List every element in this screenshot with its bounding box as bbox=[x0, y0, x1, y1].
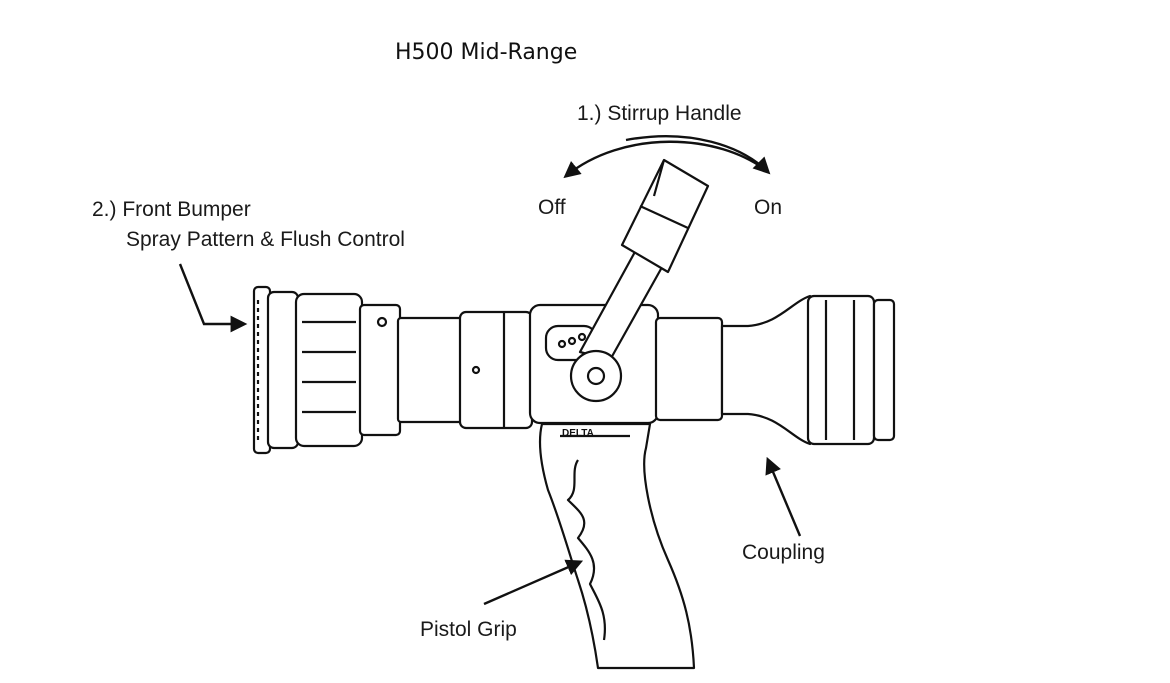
off-direction-arrow bbox=[563, 140, 769, 179]
mid-collar bbox=[458, 310, 534, 430]
coupling-label: Coupling bbox=[742, 541, 825, 564]
brand-mark: DELTA bbox=[562, 428, 594, 439]
front-bumper-arrow bbox=[178, 263, 248, 333]
on-label: On bbox=[754, 196, 783, 219]
pistol-grip-label: Pistol Grip bbox=[420, 618, 517, 641]
on-direction-arrow bbox=[625, 135, 771, 175]
coupling-arrow bbox=[765, 456, 802, 537]
coupling bbox=[654, 294, 896, 446]
pistol-grip bbox=[538, 422, 696, 670]
front-bumper-label: 2.) Front Bumper bbox=[92, 198, 251, 221]
spray-pattern-label: Spray Pattern & Flush Control bbox=[126, 228, 405, 251]
stirrup-handle-label: 1.) Stirrup Handle bbox=[577, 102, 742, 125]
stirrup-handle bbox=[569, 158, 710, 403]
off-label: Off bbox=[538, 196, 566, 219]
pistol-grip-arrow bbox=[483, 559, 584, 606]
diagram-title: H500 Mid-Range bbox=[395, 40, 578, 65]
front-bumper bbox=[252, 285, 464, 455]
